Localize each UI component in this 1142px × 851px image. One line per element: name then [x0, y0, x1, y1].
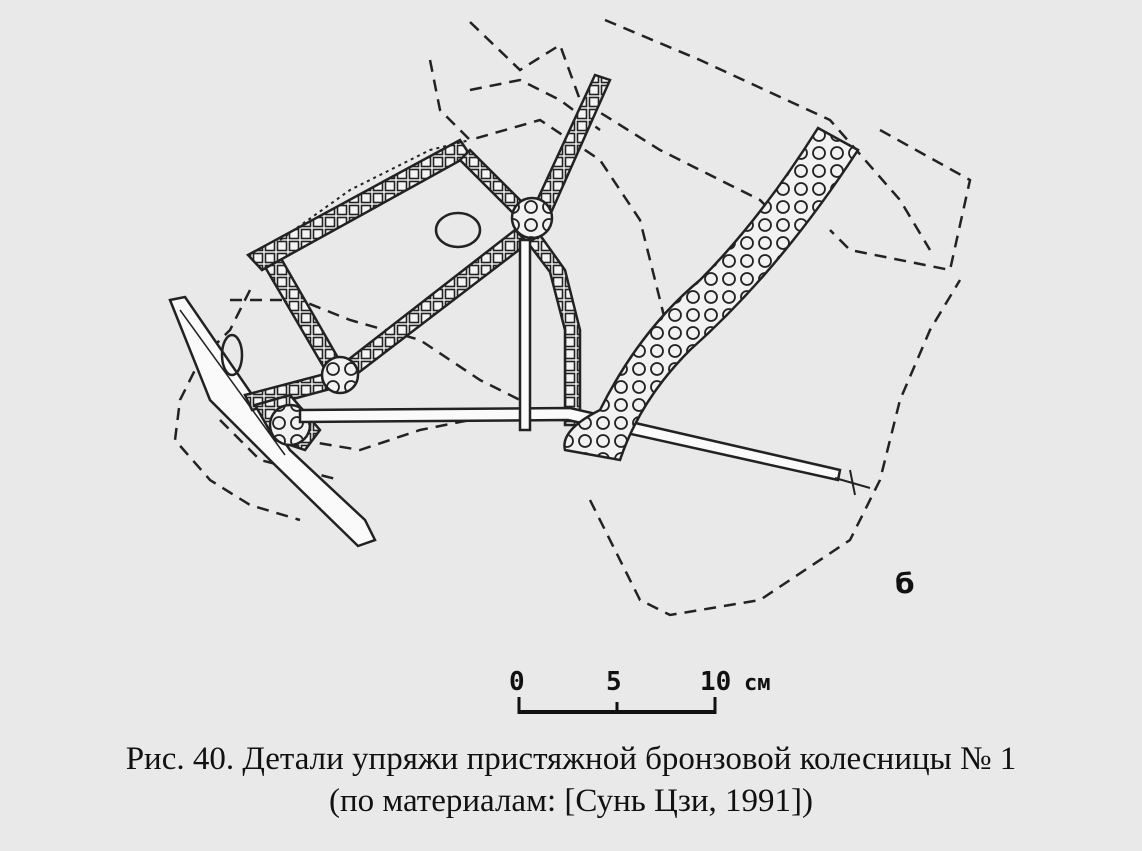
caption-line-2: (по материалам: [Сунь Цзи, 1991]): [328, 783, 814, 819]
bridle-strap: [279, 139, 471, 241]
scale-unit: см: [744, 671, 771, 696]
scale-label-10: 10: [700, 667, 731, 697]
collar-band: [563, 126, 860, 462]
nostril-mark: [220, 333, 244, 377]
eye-mark: [434, 211, 482, 249]
rein-end-mark: [834, 469, 871, 496]
rein-rods: [298, 238, 842, 482]
harness-drawing: б 0 5 10 см: [168, 18, 972, 714]
scale-label-0: 0: [509, 667, 525, 697]
caption-line-1: Рис. 40. Детали упряжи пристяжной бронзо…: [125, 741, 1017, 777]
figure-caption: Рис. 40. Детали упряжи пристяжной бронзо…: [0, 738, 1142, 822]
panel-label: б: [895, 567, 915, 600]
strap-junction-bosses: [268, 196, 554, 447]
headstall-straps: [243, 73, 612, 452]
scale-bar: 0 5 10 см: [509, 667, 771, 714]
scale-label-5: 5: [606, 667, 622, 697]
